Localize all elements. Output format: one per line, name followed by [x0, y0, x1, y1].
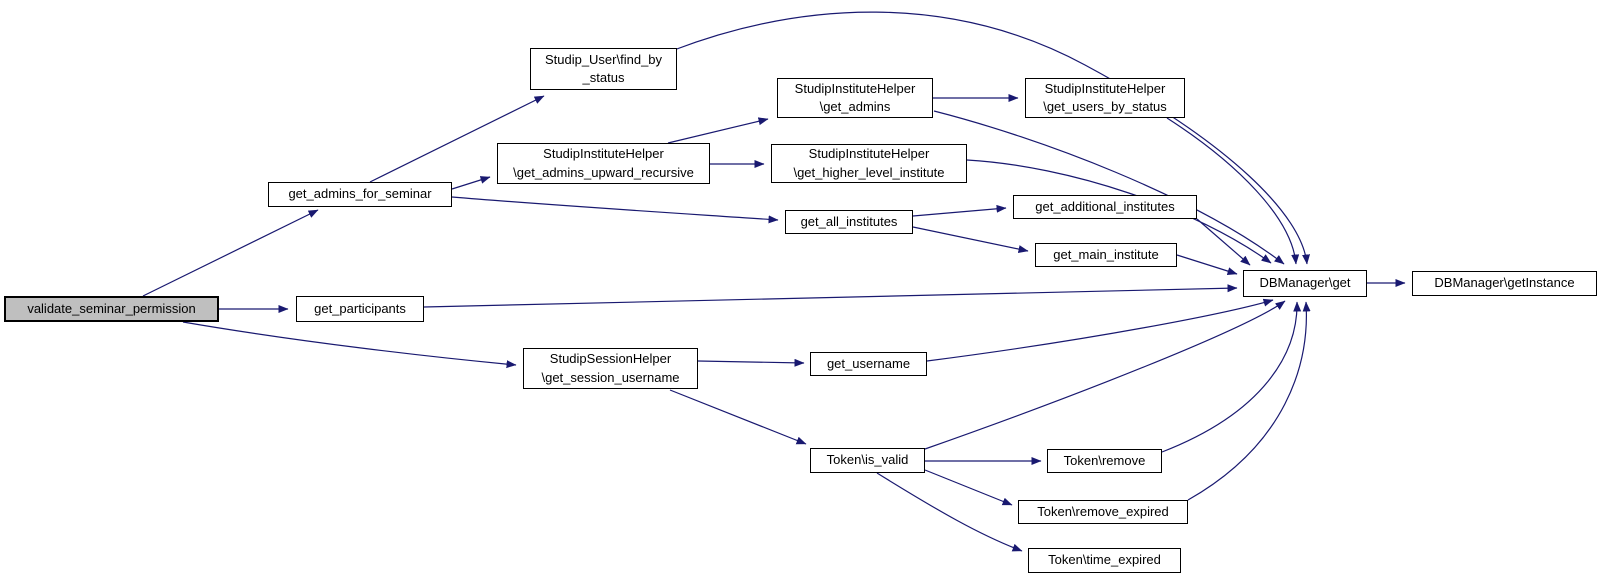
- edge-get_additional_institutes-dbmanager_get: [1196, 218, 1251, 266]
- edge-get_all_institutes-get_additional_institutes: [912, 204, 1007, 217]
- node-label: StudipSessionHelper \get_session_usernam…: [541, 351, 680, 385]
- node-get-higher-level-institute[interactable]: StudipInstituteHelper \get_higher_level_…: [771, 144, 967, 183]
- node-label: StudipInstituteHelper \get_admins: [794, 80, 916, 114]
- node-label: StudipInstituteHelper \get_admins_upward…: [513, 146, 694, 180]
- node-label: validate_seminar_permission: [27, 300, 196, 316]
- edge-get_main_institute-dbmanager_get: [1176, 254, 1238, 275]
- node-token-time-expired[interactable]: Token\time_expired: [1028, 548, 1181, 573]
- node-dbmanager-get[interactable]: DBManager\get: [1243, 270, 1367, 297]
- node-validate-seminar-permission[interactable]: validate_seminar_permission: [4, 296, 219, 322]
- node-token-remove[interactable]: Token\remove: [1047, 449, 1162, 473]
- node-label: StudipInstituteHelper \get_users_by_stat…: [1043, 80, 1167, 114]
- edge-get_higher_level_institute-dbmanager_get: [966, 159, 1272, 264]
- edge-get_admins_upward_recursive-get_admins: [667, 117, 769, 144]
- node-label: get_admins_for_seminar: [288, 186, 432, 202]
- node-get-session-username[interactable]: StudipSessionHelper \get_session_usernam…: [523, 348, 698, 389]
- edge-get_admins_for_seminar-studip_user_find_by_status: [369, 95, 545, 183]
- edge-validate_seminar_permission-get_session_username: [182, 321, 517, 369]
- edge-get_participants-dbmanager_get: [423, 284, 1238, 308]
- node-label: Token\remove_expired: [1037, 503, 1169, 519]
- node-dbmanager-getinstance[interactable]: DBManager\getInstance: [1412, 271, 1597, 296]
- node-get-users-by-status[interactable]: StudipInstituteHelper \get_users_by_stat…: [1025, 78, 1185, 118]
- edge-studip_user_find_by_status-dbmanager_get: [673, 11, 1311, 265]
- edge-get_admins-dbmanager_get: [933, 110, 1285, 265]
- node-get-all-institutes[interactable]: get_all_institutes: [785, 210, 913, 234]
- edge-get_session_username-get_username: [697, 358, 805, 367]
- node-get-admins-for-seminar[interactable]: get_admins_for_seminar: [268, 182, 452, 207]
- node-label: Token\is_valid: [826, 452, 909, 468]
- node-label: DBManager\getInstance: [1434, 275, 1575, 291]
- node-label: Token\remove: [1063, 452, 1146, 468]
- edge-get_admins_for_seminar-get_admins_upward_recursive: [451, 176, 491, 190]
- edge-token_is_valid-token_remove_expired: [924, 469, 1013, 506]
- edge-get_all_institutes-get_main_institute: [912, 226, 1029, 253]
- node-token-is-valid[interactable]: Token\is_valid: [810, 448, 925, 473]
- edge-get_session_username-token_is_valid: [669, 389, 807, 445]
- node-get-admins[interactable]: StudipInstituteHelper \get_admins: [777, 78, 933, 118]
- edge-get_users_by_status-dbmanager_get: [1166, 117, 1300, 265]
- edge-token_is_valid-token_time_expired: [876, 472, 1023, 552]
- node-get-participants[interactable]: get_participants: [296, 296, 424, 322]
- node-studip-user-find-by-status[interactable]: Studip_User\find_by _status: [530, 48, 677, 90]
- node-token-remove-expired[interactable]: Token\remove_expired: [1018, 500, 1188, 524]
- node-label: DBManager\get: [1259, 275, 1351, 291]
- edge-get_username-dbmanager_get: [926, 298, 1274, 362]
- edge-get_admins_for_seminar-get_all_institutes: [451, 196, 779, 224]
- node-get-main-institute[interactable]: get_main_institute: [1035, 243, 1177, 267]
- node-label: get_main_institute: [1053, 246, 1159, 262]
- edge-token_remove_expired-dbmanager_get: [1187, 301, 1311, 501]
- node-label: get_participants: [314, 300, 406, 316]
- node-label: get_additional_institutes: [1035, 198, 1175, 214]
- node-get-username[interactable]: get_username: [810, 352, 927, 376]
- node-get-admins-upward-recursive[interactable]: StudipInstituteHelper \get_admins_upward…: [497, 143, 710, 184]
- node-label: get_username: [826, 355, 911, 371]
- node-get-additional-institutes[interactable]: get_additional_institutes: [1013, 195, 1197, 219]
- node-label: get_all_institutes: [800, 213, 898, 229]
- edge-validate_seminar_permission-get_admins_for_seminar: [142, 209, 319, 297]
- edge-token_remove-dbmanager_get: [1161, 301, 1302, 453]
- node-label: StudipInstituteHelper \get_higher_level_…: [793, 146, 945, 180]
- node-label: Studip_User\find_by _status: [544, 51, 663, 85]
- edge-token_is_valid-dbmanager_get: [924, 300, 1286, 450]
- node-label: Token\time_expired: [1048, 552, 1161, 568]
